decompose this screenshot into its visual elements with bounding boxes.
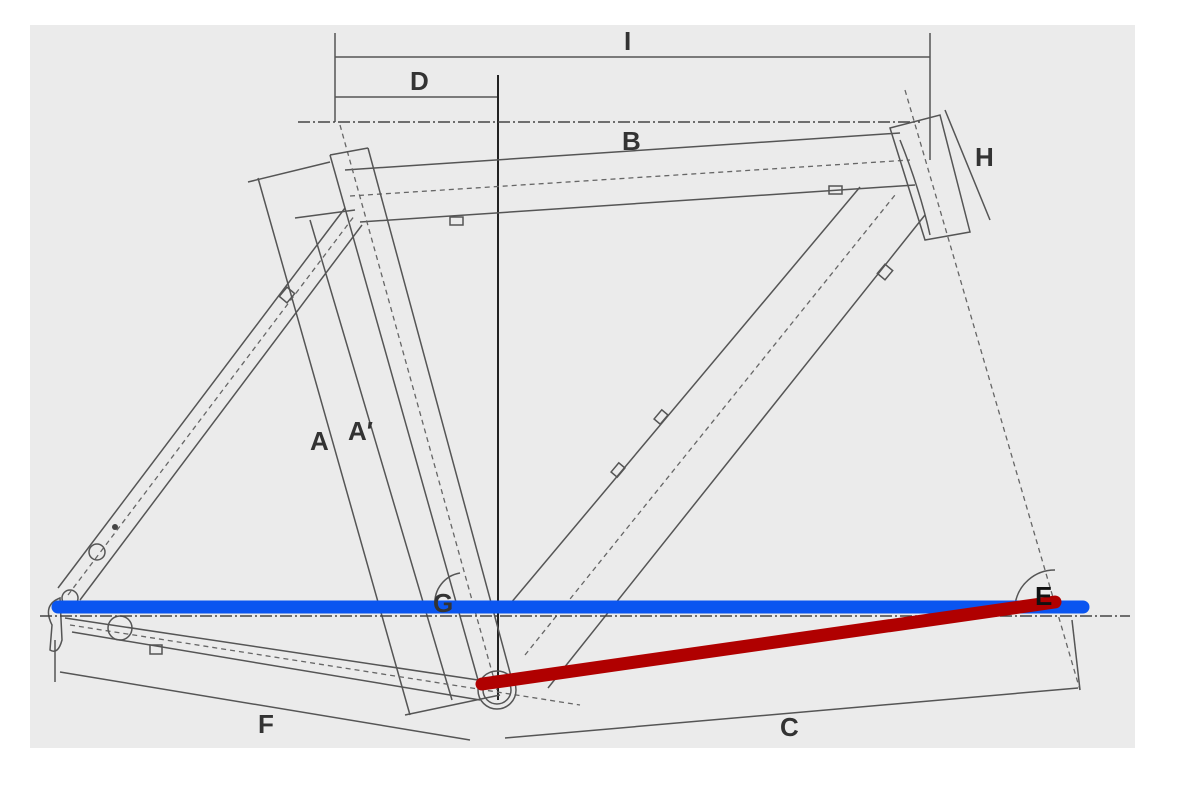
label-c: C (780, 712, 799, 742)
chainstay (64, 615, 581, 706)
dimension-i (334, 33, 931, 160)
head-angle-arc (1014, 569, 1056, 606)
dimension-d (335, 75, 499, 700)
seat-stay (57, 207, 363, 601)
dimension-f (54, 640, 471, 741)
diagram-background (30, 25, 1135, 748)
label-g: G (433, 588, 453, 618)
red-overlay-line (475, 595, 1062, 691)
label-b: B (622, 126, 641, 156)
label-i: I (624, 26, 631, 56)
label-a-prime: A′ (348, 416, 373, 446)
head-tube (889, 109, 991, 241)
dimension-c (504, 619, 1081, 739)
label-a: A (310, 426, 329, 456)
seat-tube (329, 124, 513, 691)
label-f: F (258, 709, 274, 739)
label-e: E (1035, 581, 1052, 611)
dimension-a (247, 161, 501, 716)
label-h: H (975, 142, 994, 172)
bottom-bracket (477, 670, 517, 710)
top-tube (344, 132, 916, 226)
label-d: D (410, 66, 429, 96)
